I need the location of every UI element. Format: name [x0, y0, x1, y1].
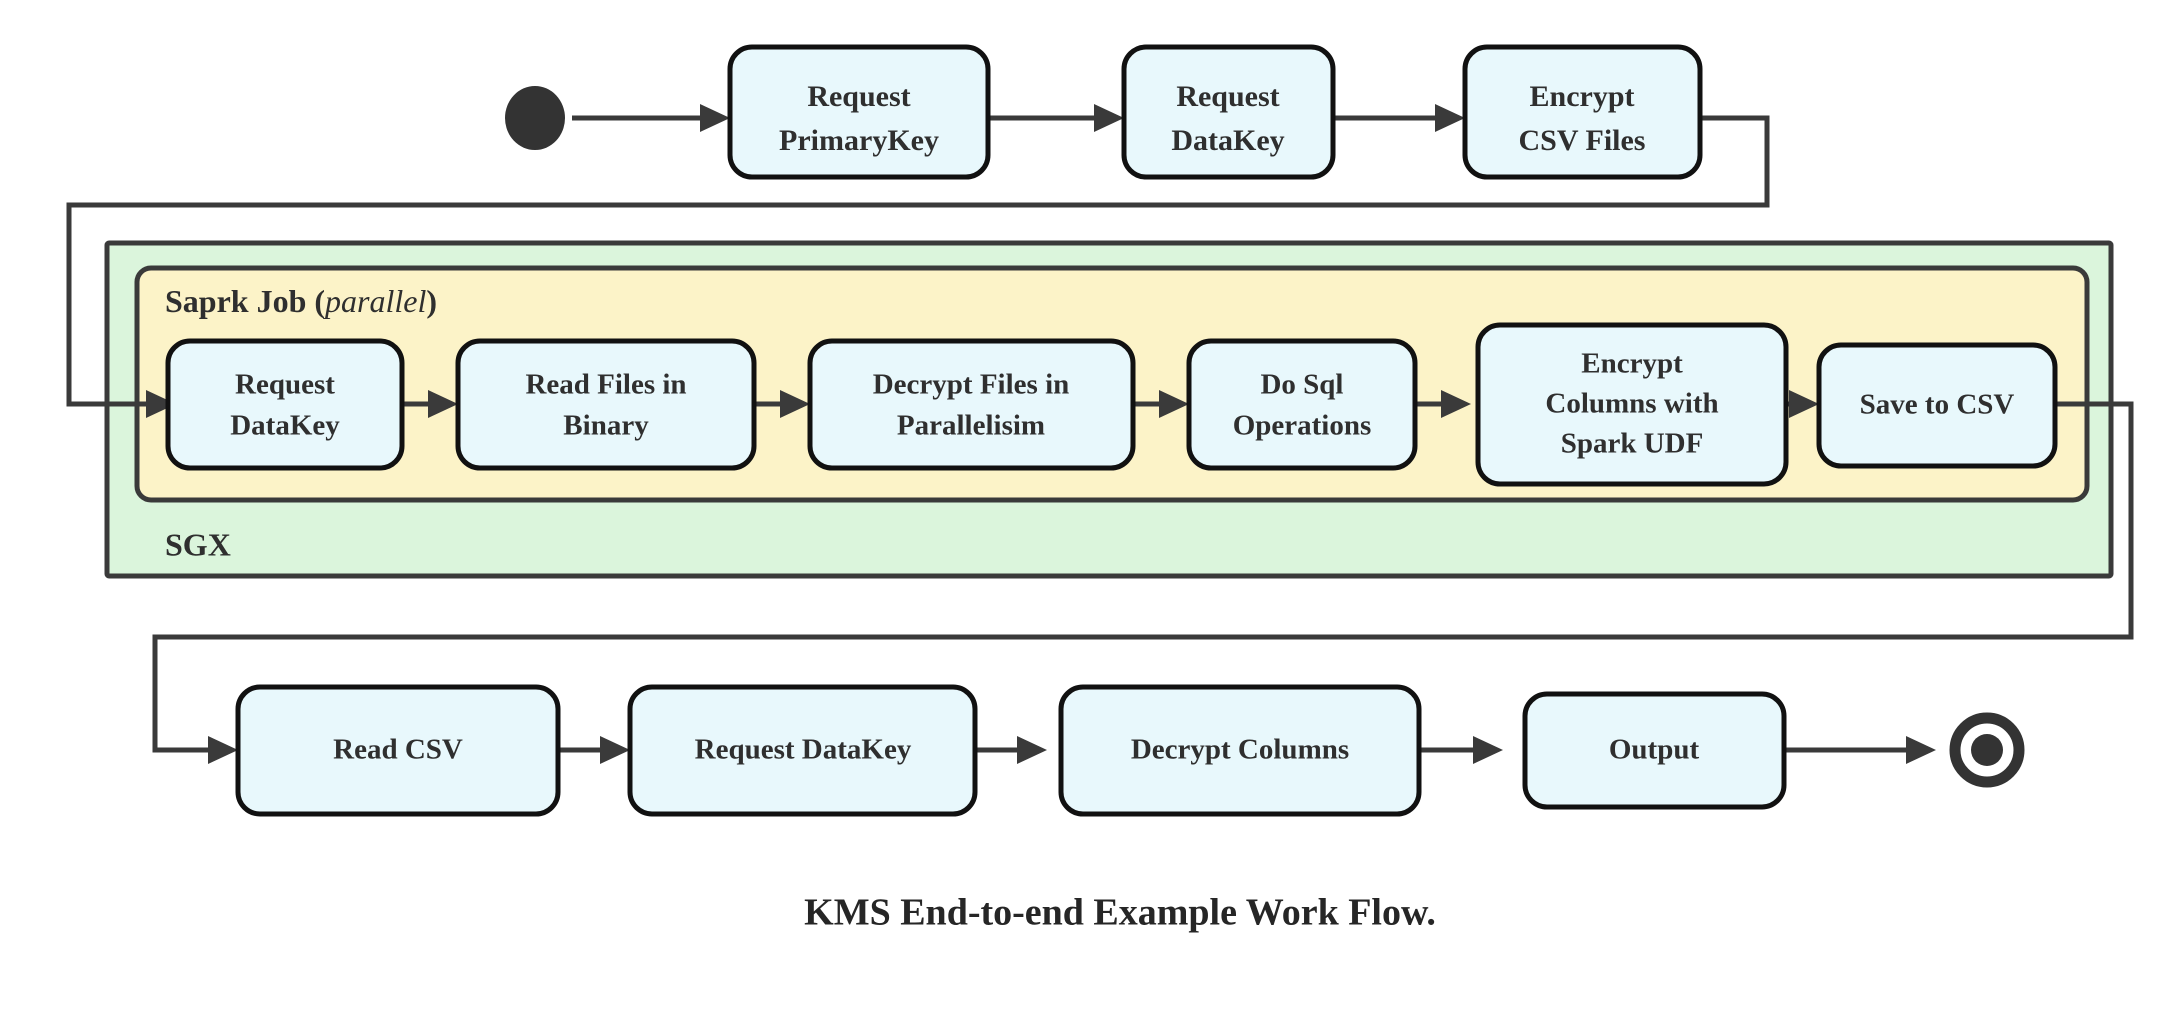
node-output[interactable]: Output — [1522, 691, 1787, 810]
node-do-sql-operations-line-0: Do Sql — [1260, 369, 1343, 401]
node-encrypt-columns-with-spark-udf-line-2: Spark UDF — [1561, 428, 1704, 460]
group-sgx-label: SGX — [165, 526, 231, 562]
start-node-filled-circle-icon — [505, 86, 565, 150]
node-request-primarykey-line-1: PrimaryKey — [779, 124, 939, 157]
node-encrypt-columns-with-spark-udf-line-1: Columns with — [1545, 388, 1718, 420]
node-decrypt-columns[interactable]: Decrypt Columns — [1058, 684, 1422, 817]
node-encrypt-csv-files-line-0: Encrypt — [1530, 80, 1635, 113]
node-encrypt-csv-files-line-1: CSV Files — [1519, 124, 1646, 157]
node-save-to-csv-line-0: Save to CSV — [1860, 389, 2015, 421]
edge-request-primarykey-to-request-datakey — [988, 104, 1124, 132]
edge-save-to-csv-to-read-csv — [152, 401, 2134, 764]
node-request-primarykey[interactable]: Request PrimaryKey — [727, 44, 991, 180]
node-read-files-in-binary-line-0: Read Files in — [525, 369, 686, 401]
node-decrypt-files-in-parallelisim-line-0: Decrypt Files in — [873, 369, 1070, 401]
node-output-line-0: Output — [1609, 734, 1700, 766]
edge-read-csv-to-request-datakey-bottom — [558, 736, 630, 764]
node-save-to-csv[interactable]: Save to CSV — [1816, 342, 2058, 469]
node-request-datakey-top[interactable]: Request DataKey — [1121, 44, 1336, 180]
node-request-datakey-top-line-1: DataKey — [1171, 124, 1284, 157]
group-spark-label-paren-close: ) — [426, 283, 437, 319]
edge-do-sql-to-encrypt-columns — [1415, 390, 1471, 418]
edge-start-to-request-primarykey — [572, 104, 730, 132]
node-request-datakey-spark-line-0: Request — [235, 369, 335, 401]
edge-encrypt-csv-files-to-spark-request-datakey — [66, 115, 1770, 418]
diagram-caption: KMS End-to-end Example Work Flow. — [804, 892, 1436, 934]
node-request-datakey-bottom-line-0: Request DataKey — [695, 734, 912, 766]
node-decrypt-files-in-parallelisim[interactable]: Decrypt Files in Parallelisim — [807, 338, 1136, 471]
group-spark-label-paren-open: ( — [314, 283, 325, 319]
node-read-csv[interactable]: Read CSV — [235, 684, 561, 817]
node-request-datakey-top-line-0: Request — [1176, 80, 1279, 113]
node-decrypt-columns-line-0: Decrypt Columns — [1131, 734, 1349, 766]
node-encrypt-columns-with-spark-udf-line-0: Encrypt — [1581, 348, 1683, 380]
node-read-csv-line-0: Read CSV — [333, 734, 463, 766]
node-decrypt-files-in-parallelisim-line-1: Parallelisim — [897, 410, 1045, 442]
edge-spark-request-datakey-to-read-files — [402, 390, 458, 418]
node-encrypt-columns-with-spark-udf[interactable]: Encrypt Columns with Spark UDF — [1475, 322, 1789, 487]
node-request-datakey-bottom[interactable]: Request DataKey — [627, 684, 978, 817]
node-request-datakey-spark-line-1: DataKey — [230, 410, 340, 442]
group-spark-label-italic: parallel — [323, 283, 426, 319]
edge-decrypt-columns-to-output — [1419, 736, 1503, 764]
node-request-datakey-spark[interactable]: Request DataKey — [165, 338, 405, 471]
node-read-files-in-binary-line-1: Binary — [563, 410, 649, 442]
node-do-sql-operations[interactable]: Do Sql Operations — [1186, 338, 1418, 471]
edge-request-datakey-to-encrypt-csv-files — [1333, 104, 1465, 132]
node-read-files-in-binary[interactable]: Read Files in Binary — [455, 338, 757, 471]
group-spark-label-bold: Saprk Job — [165, 283, 306, 319]
edge-read-files-to-decrypt-files — [754, 390, 810, 418]
group-spark-label: Saprk Job (parallel) — [165, 283, 437, 319]
edge-request-datakey-bottom-to-decrypt-columns — [975, 736, 1047, 764]
edge-output-to-end — [1784, 736, 1936, 764]
node-do-sql-operations-line-1: Operations — [1233, 410, 1372, 442]
node-request-primarykey-line-0: Request — [807, 80, 910, 113]
node-encrypt-csv-files[interactable]: Encrypt CSV Files — [1462, 44, 1703, 180]
edge-decrypt-files-to-do-sql — [1133, 390, 1189, 418]
end-node-double-circle-icon — [1949, 712, 2025, 788]
